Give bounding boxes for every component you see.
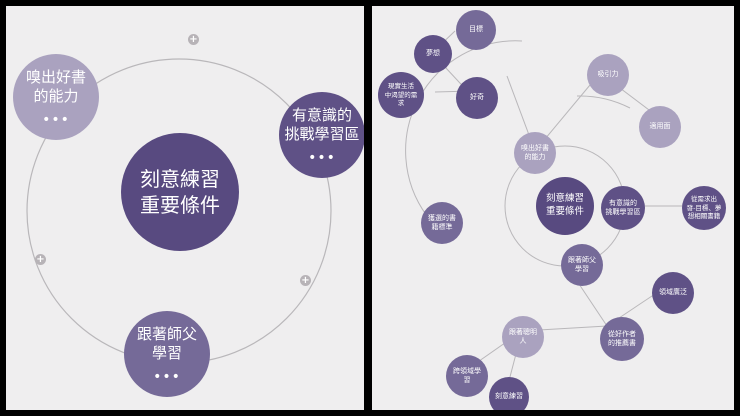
node-broad-domain[interactable]: 領域廣泛 xyxy=(652,272,694,314)
node-label: 有意識的 挑戰學習區 xyxy=(284,105,360,144)
node-label: 好奇 xyxy=(470,93,484,102)
node-follow-mentor[interactable]: 跟著師父 學習 xyxy=(561,244,603,286)
left-mindmap-panel: 刻意練習 重要條件 嗅出好書 的能力 ••• 有意識的 挑戰學習區 ••• 跟著… xyxy=(6,6,364,410)
center-node-label: 刻意練習 重要條件 xyxy=(545,193,584,217)
node-attraction[interactable]: 吸引力 xyxy=(587,54,629,96)
more-options-icon[interactable]: ••• xyxy=(308,149,336,166)
node-label: 夢想 xyxy=(426,49,440,58)
node-author-recommendations[interactable]: 從好作者 的推薦書 xyxy=(600,317,644,361)
node-label: 跟著師父 學習 xyxy=(568,255,596,273)
node-curiosity[interactable]: 好奇 xyxy=(456,77,498,119)
more-options-icon[interactable]: ••• xyxy=(153,368,181,385)
node-label: 適用面 xyxy=(649,122,671,131)
node-label: 有意識的 挑戰學習區 xyxy=(605,198,641,216)
node-dream[interactable]: 夢想 xyxy=(414,35,452,73)
node-label: 獲選的書 籍標準 xyxy=(428,213,456,231)
right-mindmap-panel: 刻意練習 重要條件 目標 夢想 現實生活 中渴望的需 求 好奇 吸引力 適用面 … xyxy=(372,6,734,410)
node-label: 領域廣泛 xyxy=(659,288,687,297)
outer-arc-top xyxy=(576,95,631,109)
node-label: 刻意練習 xyxy=(495,392,523,401)
node-label: 跟著聰明 人 xyxy=(509,327,537,345)
node-real-life-desire[interactable]: 現實生活 中渴望的需 求 xyxy=(378,72,424,118)
add-node-plus-icon[interactable]: + xyxy=(300,275,311,286)
node-label: 從需求出 發-目標、夢 想相關書籍 xyxy=(686,194,722,221)
node-cross-domain-learning[interactable]: 跨領域學 習 xyxy=(446,355,488,397)
right-center-node[interactable]: 刻意練習 重要條件 xyxy=(536,177,594,235)
node-label: 嗅出好書 的能力 xyxy=(25,67,86,106)
add-node-plus-icon[interactable]: + xyxy=(188,34,199,45)
node-challenge-learning-zone[interactable]: 有意識的 挑戰學習區 ••• xyxy=(279,92,364,178)
node-follow-smart-people[interactable]: 跟著聰明 人 xyxy=(502,316,544,358)
node-demand-driven-books[interactable]: 從需求出 發-目標、夢 想相關書籍 xyxy=(682,186,726,230)
node-label: 現實生活 中渴望的需 求 xyxy=(384,81,418,108)
node-label: 跨領域學 習 xyxy=(453,366,481,384)
edge-mentor-recommend xyxy=(576,280,608,327)
node-challenge-learning-zone[interactable]: 有意識的 挑戰學習區 xyxy=(601,186,645,230)
add-node-plus-icon[interactable]: + xyxy=(35,254,46,265)
node-label: 嗅出好書 的能力 xyxy=(521,143,549,161)
node-label: 目標 xyxy=(469,25,483,34)
node-book-selection-criteria[interactable]: 獲選的書 籍標準 xyxy=(421,202,463,244)
node-find-good-books[interactable]: 嗅出好書 的能力 ••• xyxy=(13,54,99,140)
node-label: 吸引力 xyxy=(597,70,619,79)
node-applicability[interactable]: 適用面 xyxy=(639,106,681,148)
node-label: 跟著師父 學習 xyxy=(136,324,197,363)
center-node[interactable]: 刻意練習 重要條件 xyxy=(121,133,239,251)
more-options-icon[interactable]: ••• xyxy=(42,111,70,128)
node-goal[interactable]: 目標 xyxy=(456,10,496,50)
node-label: 從好作者 的推薦書 xyxy=(608,329,636,347)
center-node-label: 刻意練習 重要條件 xyxy=(140,167,220,217)
node-deliberate-practice[interactable]: 刻意練習 xyxy=(489,377,529,410)
node-follow-mentor[interactable]: 跟著師父 學習 ••• xyxy=(124,311,210,397)
node-find-good-books[interactable]: 嗅出好書 的能力 xyxy=(514,132,556,174)
